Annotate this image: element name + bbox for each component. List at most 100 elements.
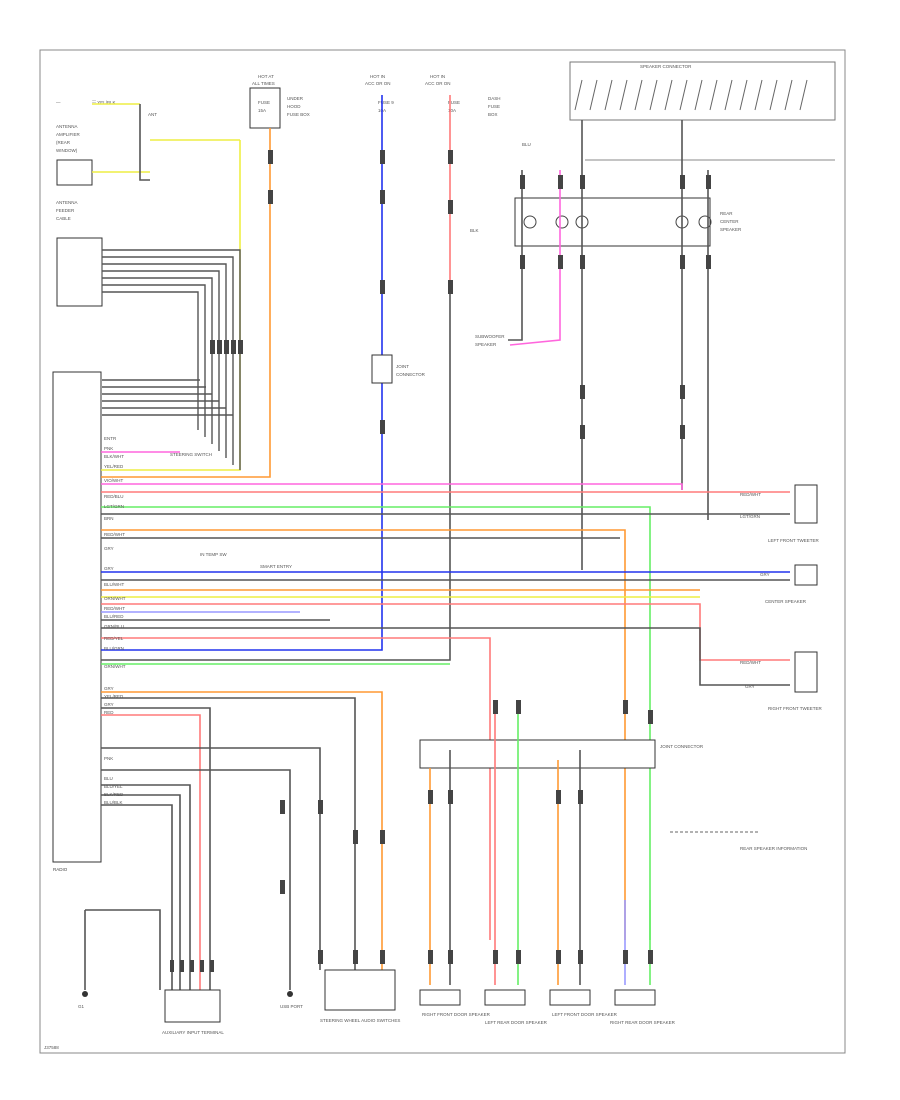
svg-text:GRN/WHT: GRN/WHT (104, 664, 126, 669)
svg-text:GRY: GRY (104, 686, 114, 691)
svg-text:BLU: BLU (522, 142, 531, 147)
svg-text:ORN/WHT: ORN/WHT (104, 596, 126, 601)
svg-text:HOT IN: HOT IN (370, 74, 385, 79)
svg-text:GRY: GRY (104, 702, 114, 707)
joint-connector-1 (371, 354, 393, 384)
svg-text:IN TEMP SW: IN TEMP SW (200, 552, 227, 557)
rf-tweeter-label: RIGHT FRONT TWEETER (768, 706, 823, 711)
svg-text:YEL/RED: YEL/RED (104, 464, 124, 469)
fuse-labels: HOT AT ALL TIMES FUSE 15A UNDER HOOD FUS… (252, 74, 501, 117)
joint-connector-2 (419, 739, 656, 769)
svg-text:STEERING SWITCH: STEERING SWITCH (170, 452, 212, 457)
svg-text:(REAR: (REAR (56, 140, 71, 145)
svg-text:FUSE BOX: FUSE BOX (287, 112, 310, 117)
svg-text:GRN/BLU: GRN/BLU (104, 624, 124, 629)
svg-text:RED/BLU: RED/BLU (104, 494, 124, 499)
svg-text:BLK/WHT: BLK/WHT (104, 454, 124, 459)
rear-center-label: CENTER SPEAKER (765, 599, 807, 604)
svg-text:10A: 10A (448, 108, 456, 113)
lf-door-label: LEFT FRONT DOOR SPEAKER (552, 1012, 618, 1017)
svg-text:CONNECTOR: CONNECTOR (396, 372, 426, 377)
antenna-amplifier-box (56, 159, 93, 186)
aux-input-label: AUXILIARY INPUT TERMINAL (162, 1030, 224, 1035)
subwoofer-label: SUBWOOFER (475, 334, 505, 339)
svg-text:LGT/GRN: LGT/GRN (104, 504, 124, 509)
joint-connector-label: JOINT (396, 364, 409, 369)
svg-text:☷ YEL/BLK: ☷ YEL/BLK (92, 100, 115, 105)
audio-control-unit-box (56, 237, 103, 307)
svg-text:ACC OR ON: ACC OR ON (365, 81, 391, 86)
svg-text:SPEAKER: SPEAKER (475, 342, 497, 347)
svg-text:BLU/BLK: BLU/BLK (104, 800, 123, 805)
svg-text:HOOD: HOOD (287, 104, 301, 109)
svg-text:FUSE: FUSE (258, 100, 270, 105)
svg-text:AMPLIFIER: AMPLIFIER (56, 132, 81, 137)
svg-text:REAR: REAR (720, 211, 733, 216)
svg-text:PNK: PNK (104, 756, 113, 761)
svg-text:RED/WHT: RED/WHT (740, 660, 761, 665)
ground-label: G1 (78, 1004, 85, 1009)
svg-text:RED: RED (104, 710, 114, 715)
svg-text:BLU/YEL: BLU/YEL (104, 784, 123, 789)
svg-text:PNK: PNK (104, 446, 113, 451)
svg-text:ACC OR ON: ACC OR ON (425, 81, 451, 86)
ground-symbol (82, 991, 88, 997)
svg-text:GRY: GRY (745, 684, 755, 689)
rear-center-box (794, 564, 818, 586)
svg-text:ANT: ANT (148, 112, 157, 117)
vertical-feeds (101, 95, 709, 661)
svg-text:GRY: GRY (760, 572, 770, 577)
svg-text:FUSE 9: FUSE 9 (378, 100, 394, 105)
svg-text:SPEAKER: SPEAKER (720, 227, 742, 232)
svg-text:BLU/GRN: BLU/GRN (104, 646, 124, 651)
head-unit-label: RADIO (53, 867, 68, 872)
rr-door-label: RIGHT REAR DOOR SPEAKER (610, 1020, 676, 1025)
rear-speaker-note: REAR SPEAKER INFORMATION (740, 846, 807, 851)
usb-symbol (287, 991, 293, 997)
svg-text:FEEDER: FEEDER (56, 208, 75, 213)
amp-labels: REAR CENTER SPEAKER BLU BLK (470, 142, 742, 233)
svg-text:ANTENNA: ANTENNA (56, 124, 78, 129)
speaker-feeds (429, 700, 651, 985)
steering-switch-label: STEERING WHEEL AUDIO SWITCHES (320, 1018, 400, 1023)
bottom-speakers (419, 989, 656, 1006)
footer-code: J37588 (44, 1045, 59, 1050)
svg-text:BLU/RED: BLU/RED (104, 614, 124, 619)
speaker-amplifier (514, 197, 711, 247)
aux-input-box (164, 989, 221, 1023)
svg-text:BRN: BRN (104, 516, 114, 521)
svg-text:FUSE: FUSE (488, 104, 500, 109)
svg-text:HOT IN: HOT IN (430, 74, 445, 79)
top-right-connector (569, 61, 836, 121)
radio-head-unit (52, 371, 102, 863)
svg-text:ANTENNA: ANTENNA (56, 200, 78, 205)
svg-text:VIO/WHT: VIO/WHT (104, 478, 123, 483)
svg-text:RED/WHT: RED/WHT (104, 532, 125, 537)
svg-text:FUSE: FUSE (448, 100, 460, 105)
antenna-wires (92, 103, 240, 181)
top-right-label: SPEAKER CONNECTOR (640, 64, 692, 69)
svg-text:RED/YEL: RED/YEL (104, 636, 124, 641)
svg-text:ENTR: ENTR (104, 436, 117, 441)
fuse-box-left (249, 87, 281, 129)
svg-text:GRY: GRY (104, 546, 114, 551)
audio-unit-bundle (102, 249, 241, 470)
svg-text:BLK/RED: BLK/RED (104, 792, 124, 797)
svg-text:BLK: BLK (470, 228, 479, 233)
svg-text:BOX: BOX (488, 112, 498, 117)
diagram-border (39, 49, 846, 1054)
main-harness (101, 451, 790, 940)
svg-text:WINDOW): WINDOW) (56, 148, 78, 153)
svg-text:ALL TIMES: ALL TIMES (252, 81, 275, 86)
svg-text:RED/WHT: RED/WHT (740, 492, 761, 497)
svg-text:SMART ENTRY: SMART ENTRY (260, 564, 292, 569)
connector-markers (170, 150, 711, 972)
rf-door-label: RIGHT FRONT DOOR SPEAKER (422, 1012, 491, 1017)
svg-text:LGT/GRN: LGT/GRN (740, 514, 760, 519)
antenna-labels: — ☷ YEL/BLK ANT ANTENNA AMPLIFIER (REAR … (56, 100, 157, 221)
usb-label: USB PORT (280, 1004, 303, 1009)
svg-text:CABLE: CABLE (56, 216, 71, 221)
svg-text:—: — (56, 100, 61, 105)
svg-text:BLU/WHT: BLU/WHT (104, 582, 125, 587)
